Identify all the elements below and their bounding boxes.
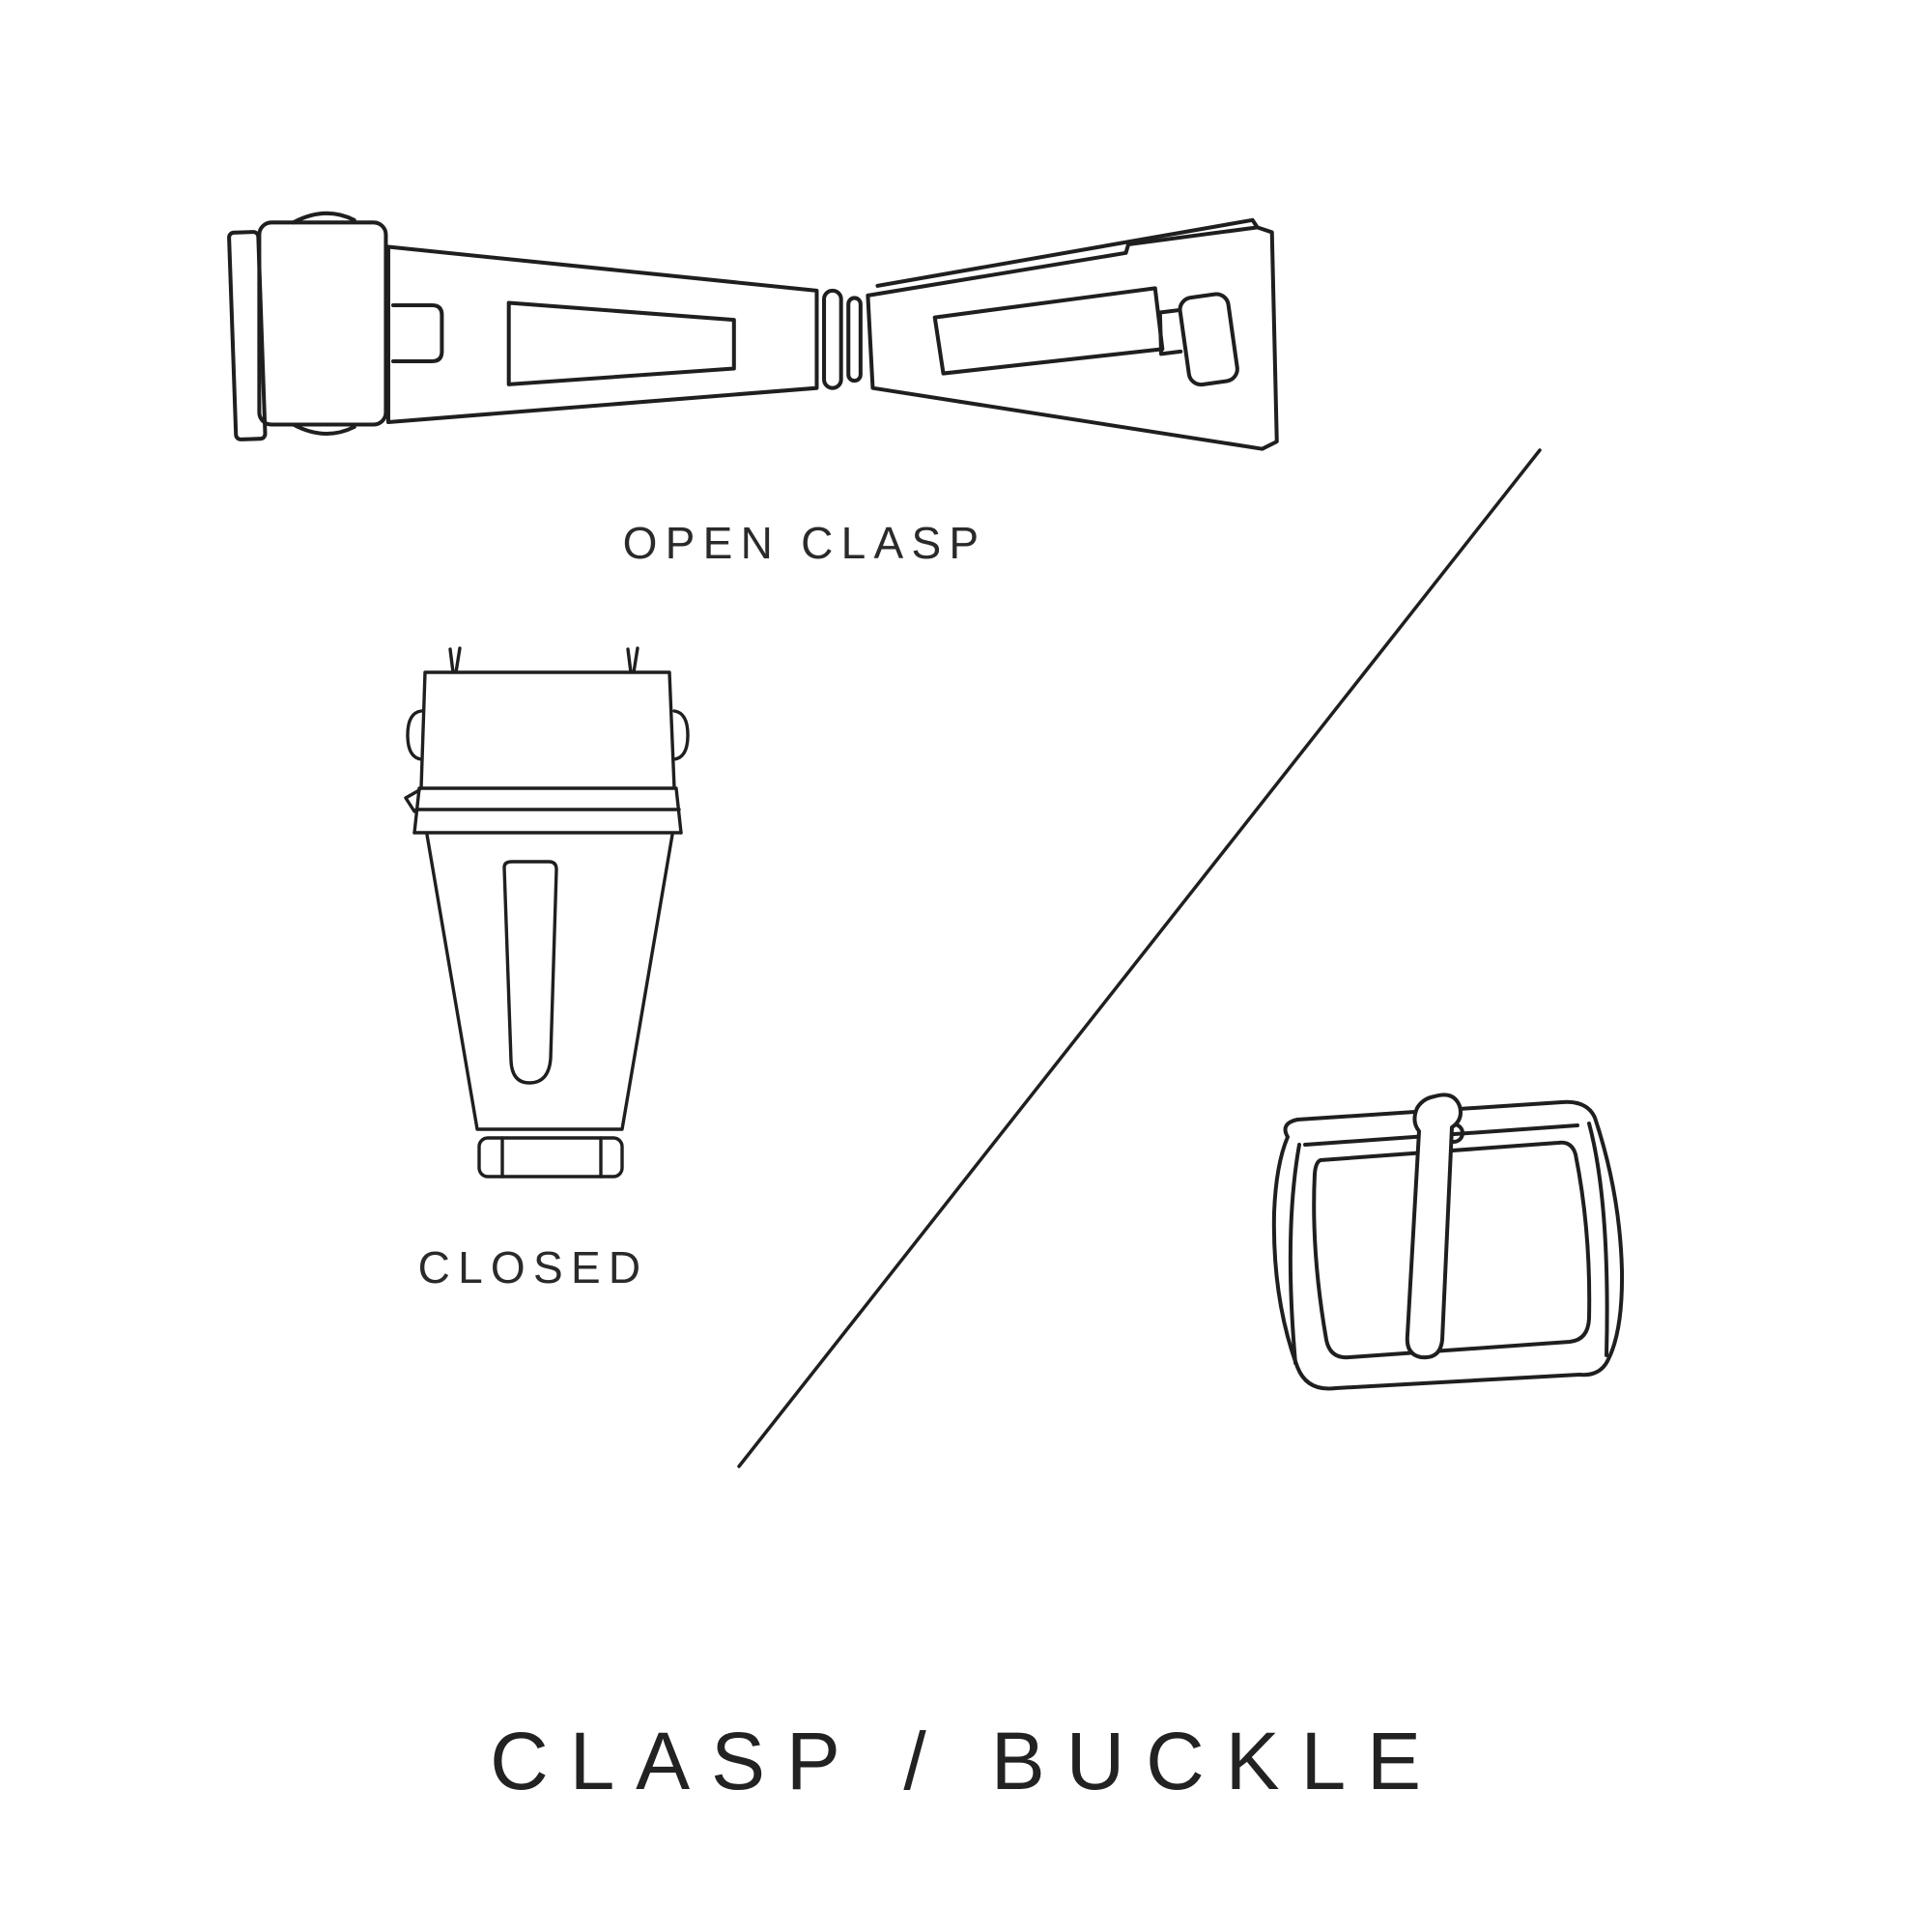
closed-clasp-illustration [384,643,713,1204]
open-clasp-illustration [222,184,1294,488]
open-clasp-label: OPEN CLASP [622,518,987,568]
closed-clasp-label: CLOSED [417,1242,649,1293]
tang-buckle-illustration [1222,1077,1637,1415]
tang-buckle-drawing [1271,1093,1625,1391]
diagram-title: CLASP / BUCKLE [490,1716,1442,1806]
closed-clasp-drawing [404,646,690,1179]
buckle-prong [1405,1093,1463,1360]
open-clasp-drawing [227,211,1279,451]
